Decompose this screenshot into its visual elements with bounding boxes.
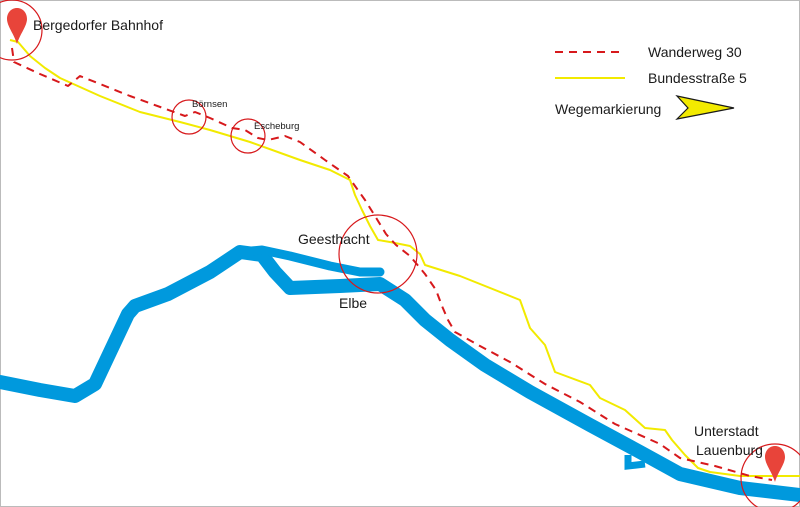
geesthacht-circle xyxy=(338,214,418,294)
start-pin-icon[interactable] xyxy=(7,8,27,44)
end-label-line1: Unterstadt xyxy=(694,423,759,439)
geesthacht-label: Geesthacht xyxy=(298,231,370,247)
boernsen-label: Börnsen xyxy=(192,99,227,110)
legend-wanderweg-label: Wanderweg 30 xyxy=(648,44,742,60)
boernsen-circle xyxy=(171,99,207,135)
end-pin-icon[interactable] xyxy=(765,446,785,482)
elbe-label: Elbe xyxy=(339,295,367,311)
legend-wegemarkierung-label: Wegemarkierung xyxy=(555,101,661,117)
bundesstrasse-5-route xyxy=(9,39,800,477)
end-label-line2: Lauenburg xyxy=(696,442,763,458)
escheburg-label: Escheburg xyxy=(254,121,299,132)
legend: Wanderweg 30 Bundesstraße 5 Wegemarkieru… xyxy=(555,44,747,120)
start-circle xyxy=(0,0,43,61)
start-label: Bergedorfer Bahnhof xyxy=(33,17,163,33)
legend-bundesstrasse-label: Bundesstraße 5 xyxy=(648,70,747,86)
elbe-river xyxy=(0,245,800,502)
escheburg-circle xyxy=(230,118,266,154)
wanderweg-30-route xyxy=(11,47,773,481)
waymark-arrow-icon xyxy=(675,95,735,120)
end-circle xyxy=(740,443,800,507)
